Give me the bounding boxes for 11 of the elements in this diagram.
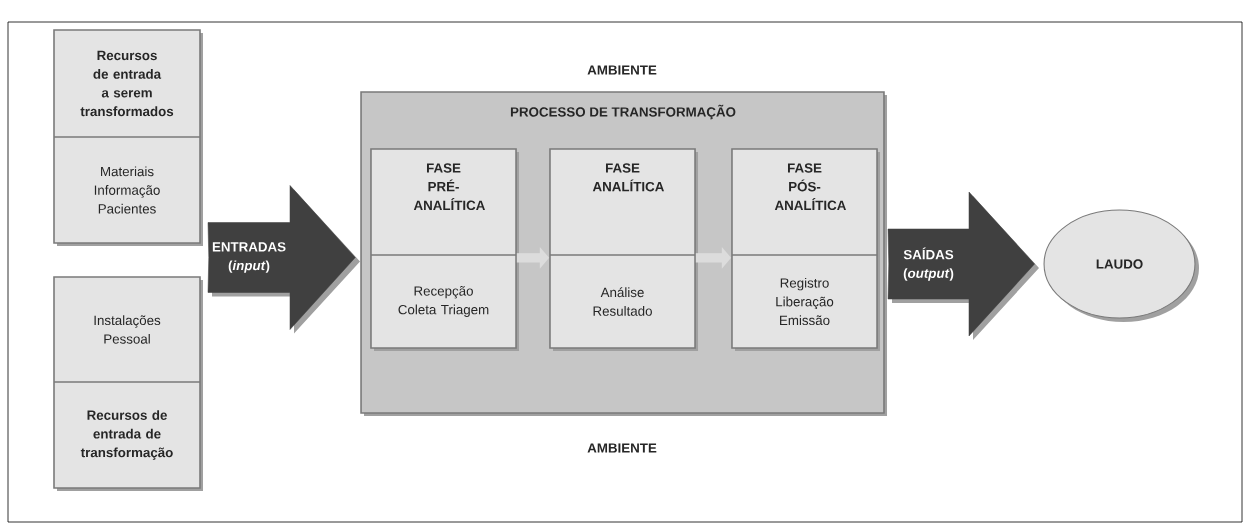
edge-label: ENTRADAS (input) bbox=[212, 242, 286, 273]
split-box: Instalações Pessoal Recursos de entrada de transformação bbox=[53, 276, 203, 491]
ambient-label: AMBIENTE bbox=[587, 443, 657, 453]
split-box: FASE ANALÍTICA Análise Resultado bbox=[549, 148, 698, 351]
edge-label: SAÍDAS (output) bbox=[903, 247, 954, 281]
split-box: FASE PRÉ- ANALÍTICA Recepção Coleta Triagem bbox=[370, 148, 519, 351]
block-arrow bbox=[887, 191, 1039, 340]
split-box: FASE PÓS- ANALÍTICA Registro Liberação Emissão bbox=[731, 148, 880, 351]
block-arrow bbox=[207, 185, 360, 334]
split-box: Recursos de entrada a serem transformados Materiais Informação Pacientes bbox=[53, 29, 203, 246]
ambient-label: AMBIENTE bbox=[587, 65, 657, 75]
